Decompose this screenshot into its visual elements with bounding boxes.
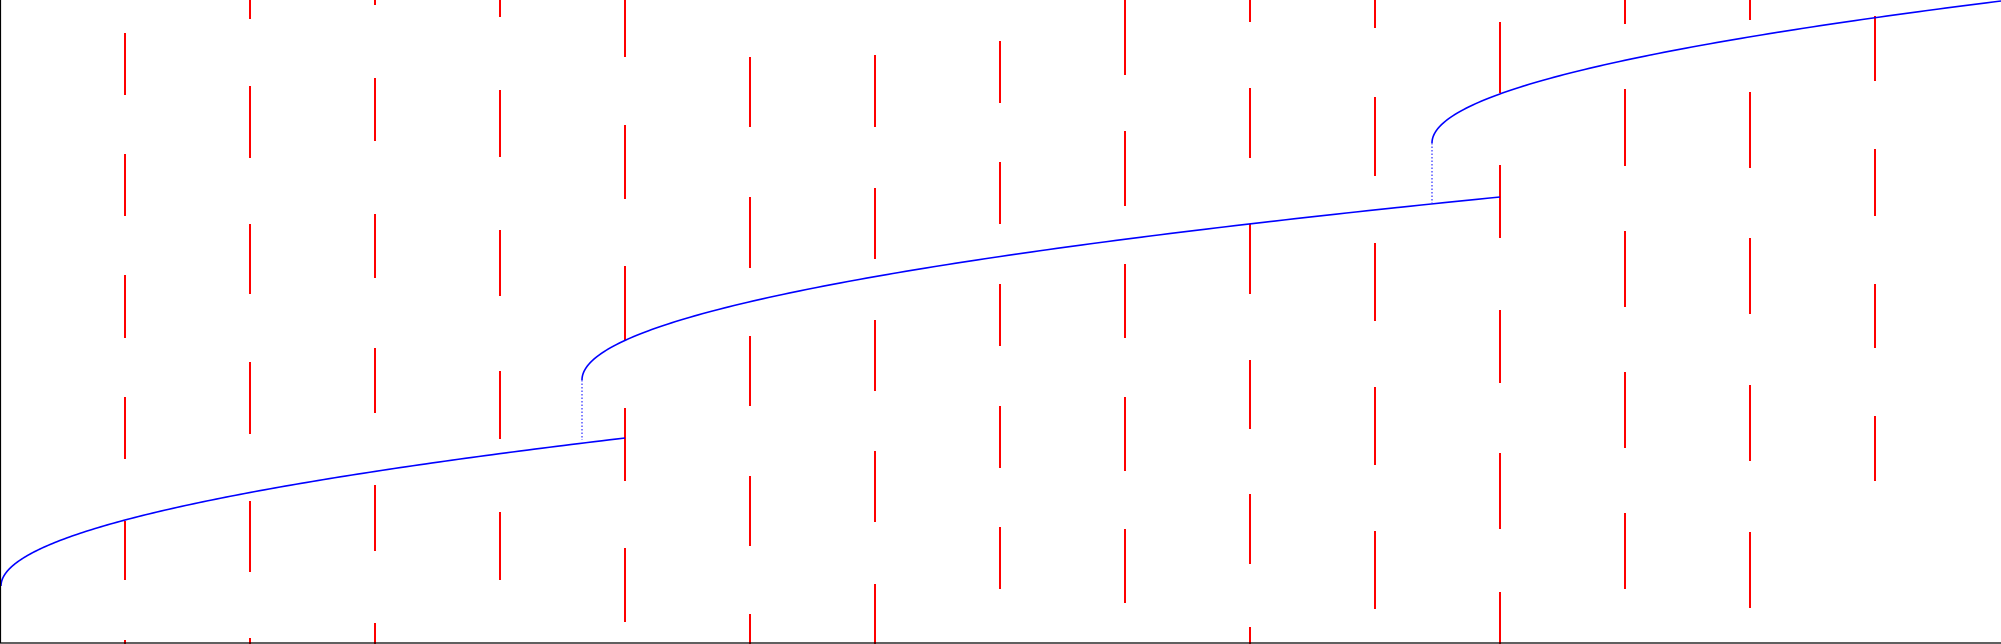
blue-curve-group (0, 0, 2001, 587)
blue-curve-branch (581, 196, 1501, 381)
blue-curve-branch (1431, 0, 2001, 144)
red-segments-group (124, 0, 1876, 644)
blue-curve-branch (0, 437, 626, 587)
